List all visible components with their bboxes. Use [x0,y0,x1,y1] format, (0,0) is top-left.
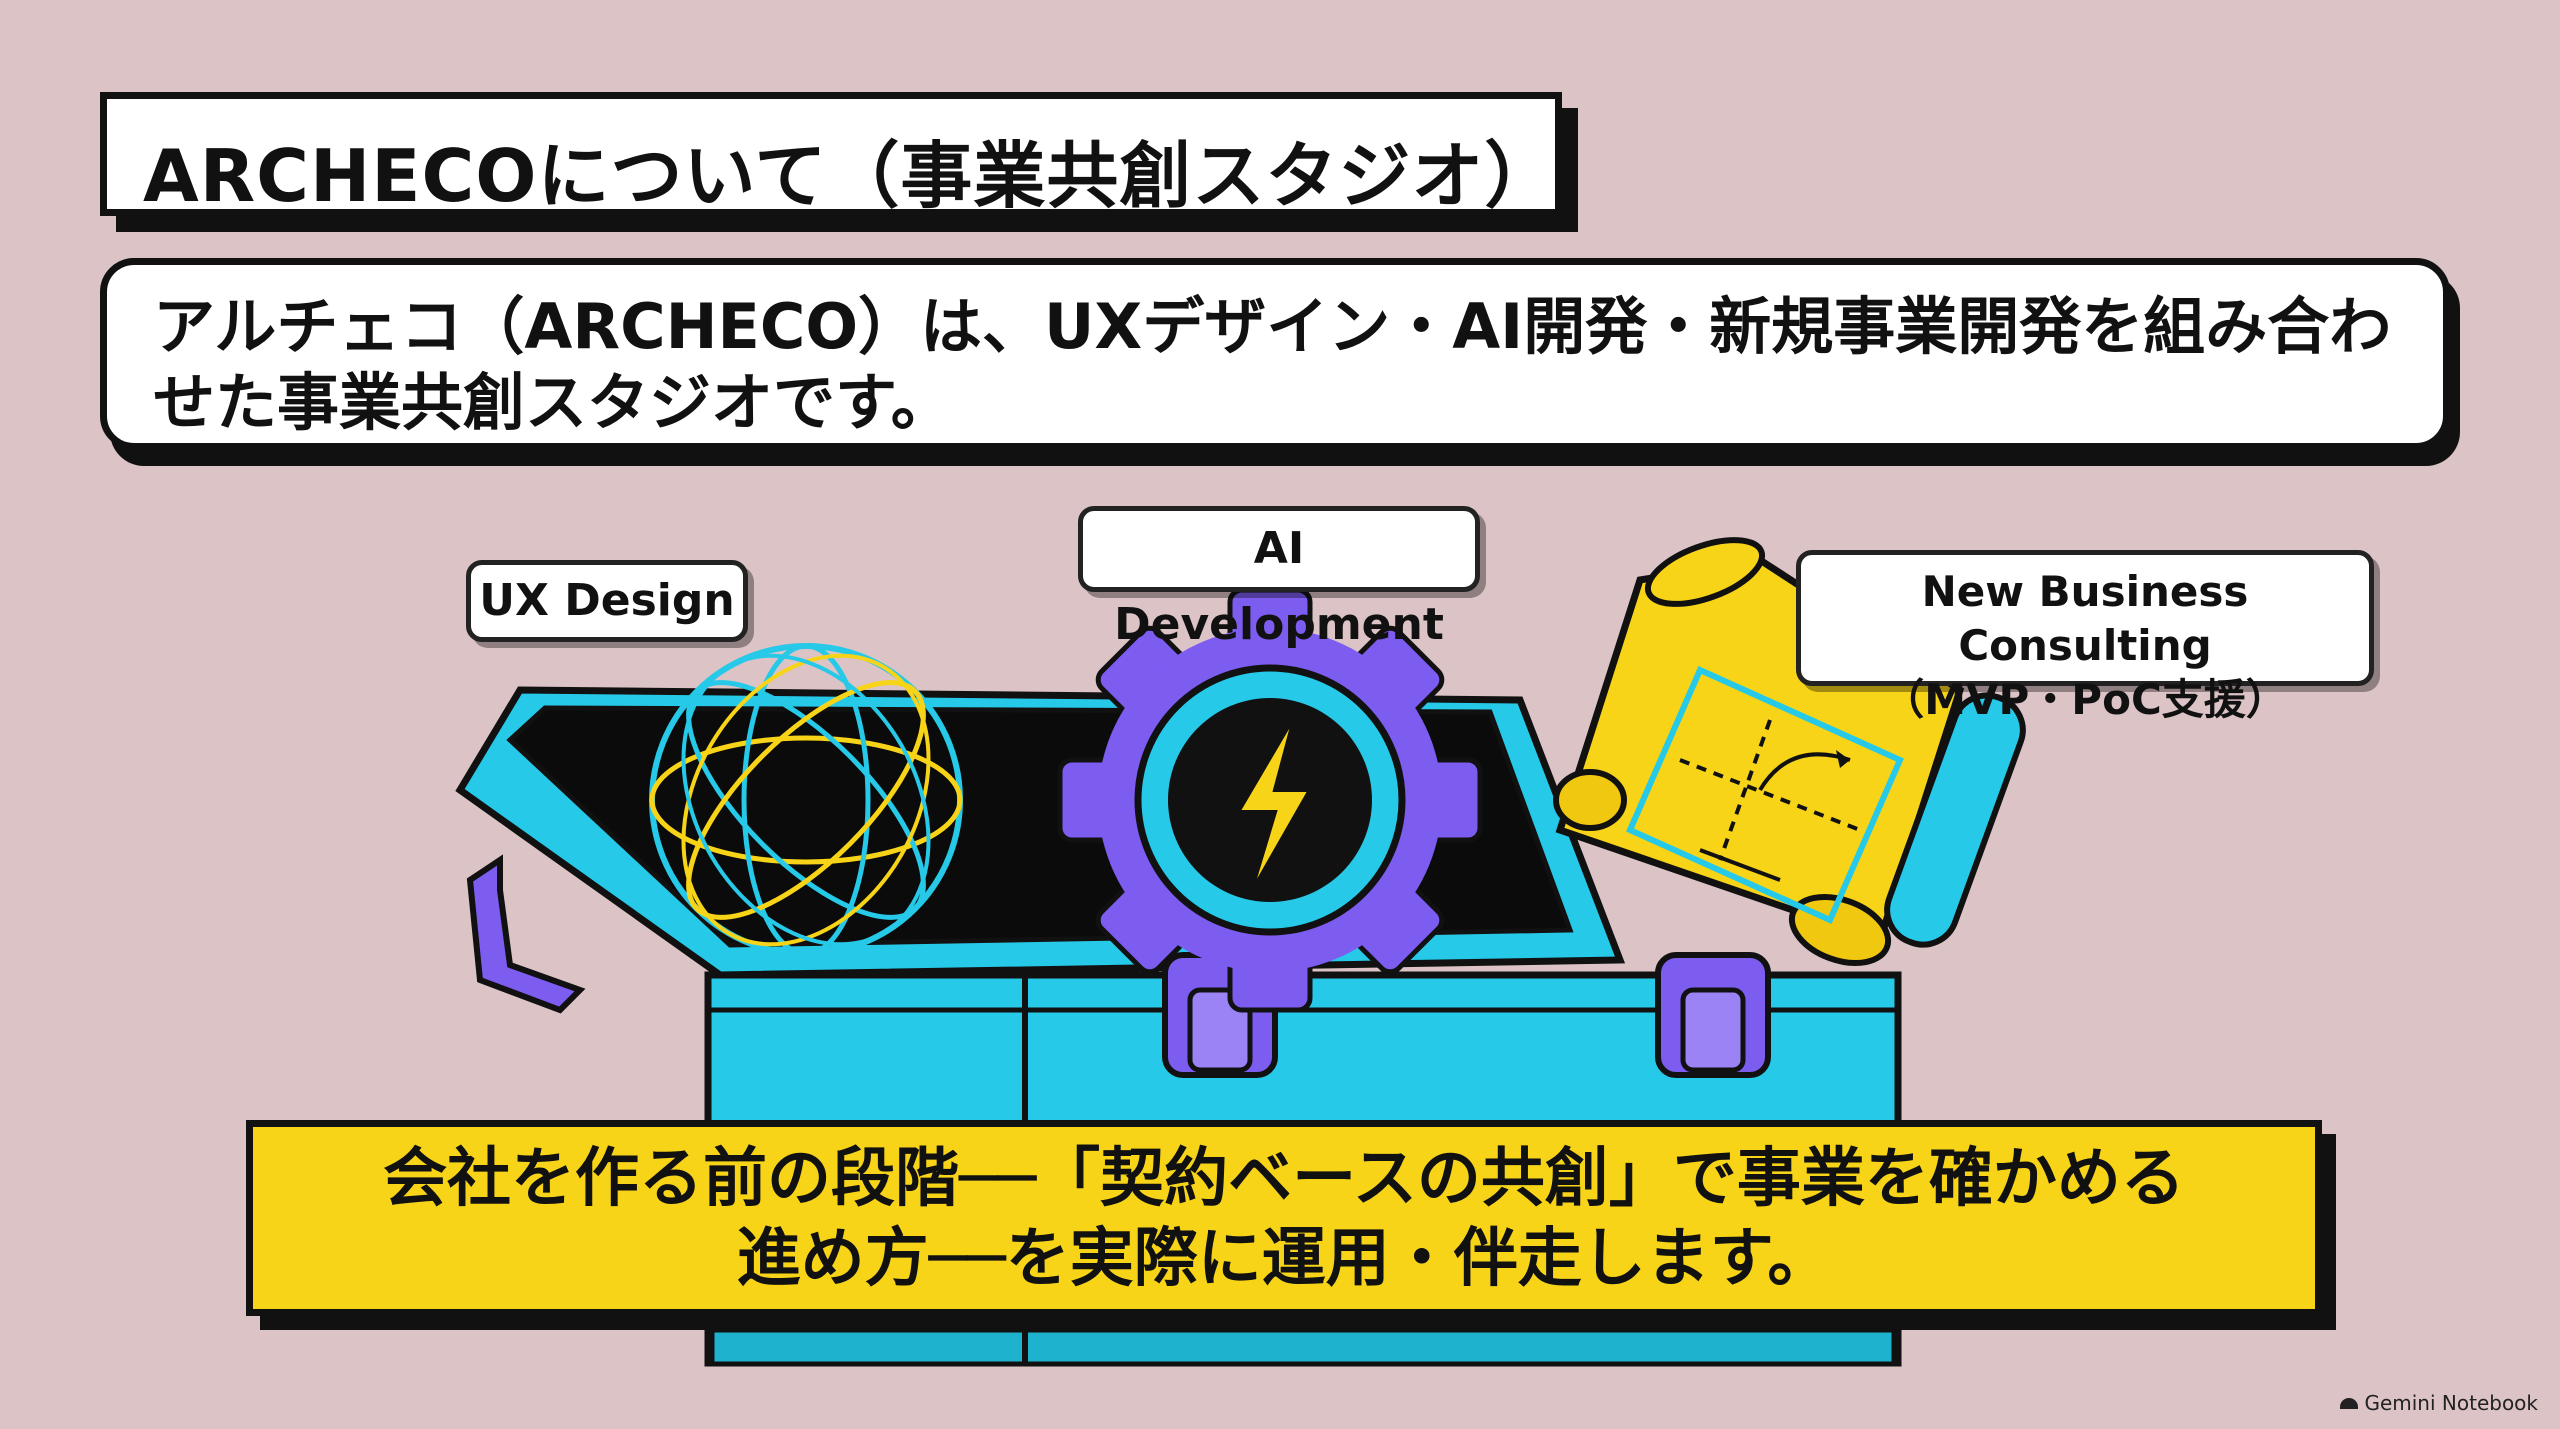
new-business-label-line1: New Business Consulting [1921,567,2249,670]
lightning-icon [1234,713,1314,896]
gemini-logo-icon [2340,1397,2359,1409]
page-title: ARCHECOについて（事業共創スタジオ） [143,134,1558,218]
latch-right [1655,952,1771,1078]
description-text: アルチェコ（ARCHECO）は、UXデザイン・AI開発・新規事業開発を組み合わせ… [153,290,2392,439]
gear-icon [1057,587,1483,1013]
new-business-label-line2: （MVP・PoC支援） [1882,675,2288,724]
description-box: アルチェコ（ARCHECO）は、UXデザイン・AI開発・新規事業開発を組み合わせ… [100,258,2450,450]
footer-text: Gemini Notebook [2364,1391,2538,1415]
sphere-icon [649,643,963,957]
ai-development-label: AI Development [1078,506,1480,650]
page-title-box: ARCHECOについて（事業共創スタジオ） [100,92,1562,218]
ux-design-label: UX Design [466,560,748,642]
ai-development-label-text: AI Development [1114,523,1444,650]
summary-banner: 会社を作る前の段階──「契約ベースの共創」で事業を確かめる 進め方──を実際に運… [246,1120,2322,1316]
ux-design-label-text: UX Design [479,575,735,626]
summary-banner-line1: 会社を作る前の段階──「契約ベースの共創」で事業を確かめる [383,1142,2185,1216]
new-business-label: New Business Consulting （MVP・PoC支援） [1796,550,2374,724]
summary-banner-line2: 進め方──を実際に運用・伴走します。 [736,1222,1832,1296]
footer-watermark: Gemini Notebook [2340,1391,2538,1415]
